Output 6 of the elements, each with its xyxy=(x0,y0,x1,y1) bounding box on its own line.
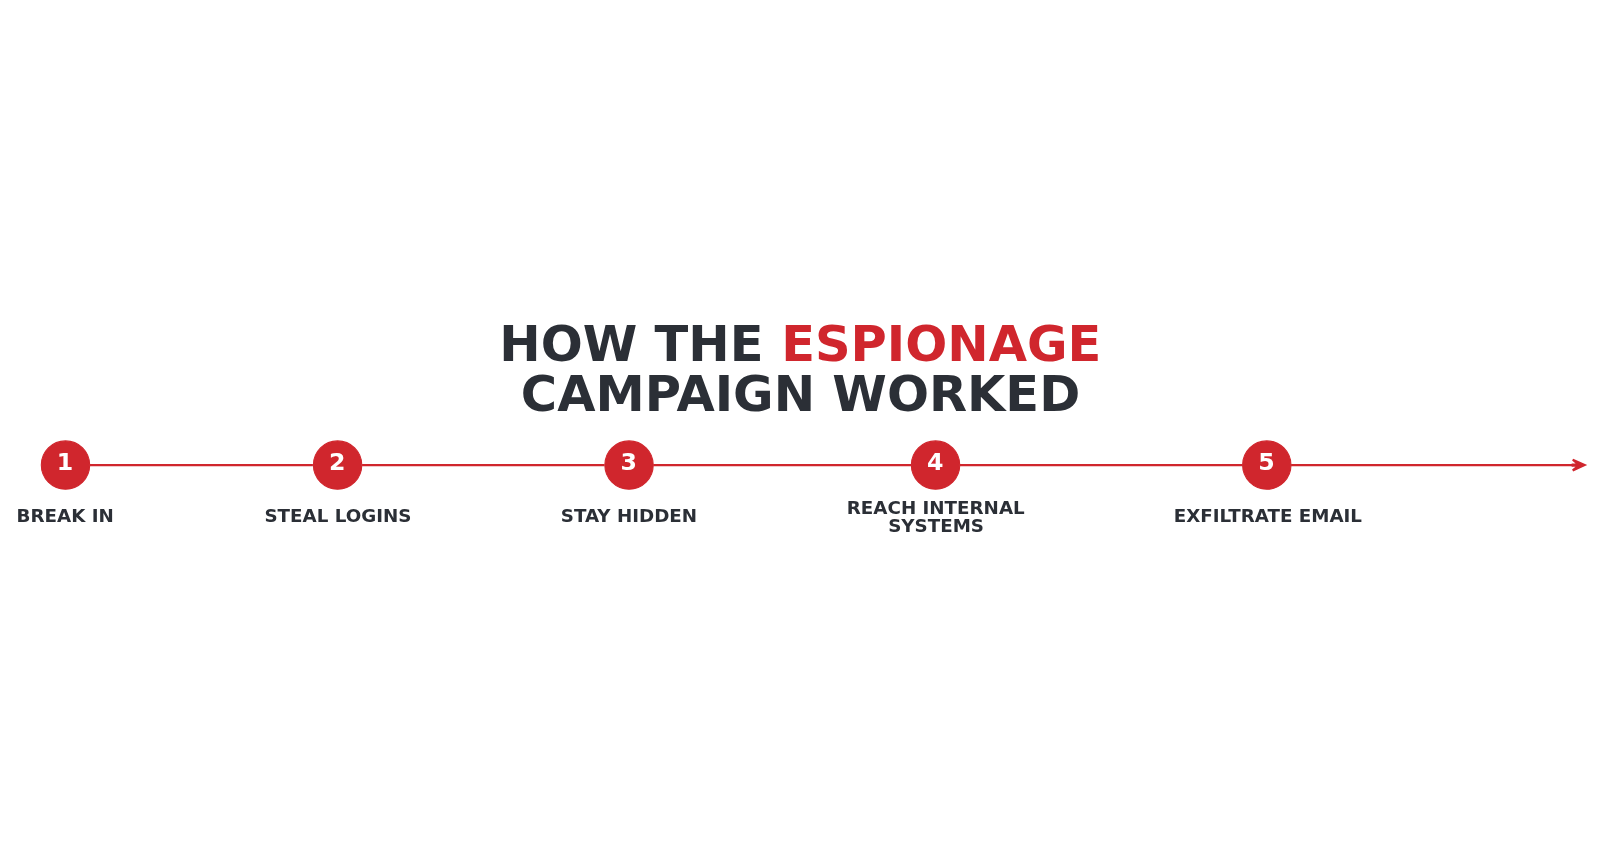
diagram-title: HOW THE ESPIONAGE CAMPAIGN WORKED xyxy=(498,315,1101,423)
node-label: BREAK IN xyxy=(16,504,114,526)
node-label: STAY HIDDEN xyxy=(560,504,697,526)
node-label: STEAL LOGINS xyxy=(263,504,411,526)
node-label: EXFILTRATE EMAIL xyxy=(1173,504,1362,526)
node-label: REACH INTERNAL SYSTEMS xyxy=(846,496,1025,536)
